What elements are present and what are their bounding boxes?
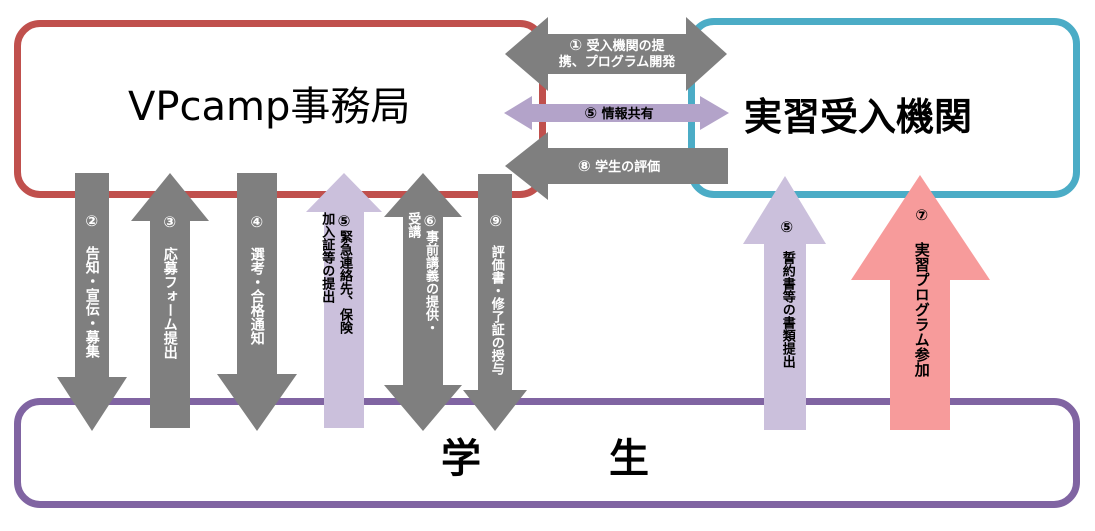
arrow-5a-text-col1: 緊急連絡先、保険 xyxy=(337,230,352,334)
arrow-5-up-right xyxy=(743,176,826,430)
arrow-2-num: ② xyxy=(82,212,101,230)
arrow-6-num: ⑥ xyxy=(421,212,439,230)
arrow-1-num: ① xyxy=(569,36,583,54)
student-title-part2: 生 xyxy=(609,436,649,482)
arrow-5h-text: 情報共有 xyxy=(601,107,654,122)
arrow-5b-text: 誓約書等の書類提出 xyxy=(779,251,795,368)
arrow-5b-label: ⑤ 誓約書等の書類提出 xyxy=(777,218,796,368)
arrow-2-down xyxy=(57,173,127,431)
arrow-5a-num: ⑤ xyxy=(335,212,353,230)
arrow-5-horizontal xyxy=(504,96,729,130)
arrow-8-text: 学生の評価 xyxy=(595,160,661,175)
arrow-4-down xyxy=(217,173,297,431)
arrow-2-label: ② 告知・宣伝・募集 xyxy=(82,212,101,358)
arrow-5a-text-col2: 加入証等の提出 xyxy=(319,212,335,303)
arrow-8-label: ⑧ 学生の評価 xyxy=(560,157,678,176)
arrow-9-down xyxy=(463,174,527,431)
arrow-1-double xyxy=(505,17,727,91)
arrow-5h-label: ⑤ 情報共有 xyxy=(560,104,678,123)
arrow-3-label: ③ 応募フォーム提出 xyxy=(160,213,179,359)
arrow-5h-num: ⑤ xyxy=(584,104,598,122)
arrow-8-left xyxy=(505,132,728,200)
arrow-5a-label: ⑤緊急連絡先、保険 加入証等の提出 xyxy=(318,212,353,412)
arrow-8-num: ⑧ xyxy=(577,157,591,175)
arrow-2-text: 告知・宣伝・募集 xyxy=(83,246,100,358)
arrow-4-text: 選考・合格通知 xyxy=(248,247,265,345)
office-title: VPcamp事務局 xyxy=(128,84,411,130)
arrow-1-text-line1: 受入機関の提 xyxy=(586,39,665,54)
arrow-3-num: ③ xyxy=(160,213,179,231)
arrow-4-label: ④ 選考・合格通知 xyxy=(247,213,266,345)
arrow-3-text: 応募フォーム提出 xyxy=(161,247,178,359)
arrow-7-label: ⑦ 実習プログラム参加 xyxy=(912,206,931,377)
arrow-1-text-line2: 携、プログラム開発 xyxy=(558,55,676,71)
arrow-6-text-col2: 受講 xyxy=(405,212,421,238)
arrow-5b-num: ⑤ xyxy=(777,218,796,236)
arrow-7-num: ⑦ xyxy=(912,206,931,224)
student-title-part1: 学 xyxy=(441,436,481,482)
arrow-1-label: ① 受入機関の提 携、プログラム開発 xyxy=(558,36,676,72)
office-box xyxy=(14,20,546,198)
arrow-3-up xyxy=(131,173,209,428)
arrow-5-up-left xyxy=(306,173,382,428)
arrow-4-num: ④ xyxy=(247,213,266,231)
arrow-9-label: ⑨ 評価書・修了証の授与 xyxy=(486,212,505,375)
partner-title: 実習受入機関 xyxy=(744,95,973,139)
arrow-6-label: ⑥事前講義の提供・ 受講 xyxy=(404,212,439,412)
arrow-9-num: ⑨ xyxy=(486,212,505,230)
arrow-9-text: 評価書・修了証の授与 xyxy=(488,245,504,375)
arrow-6-double xyxy=(384,173,462,431)
arrow-6-text-col1: 事前講義の提供・ xyxy=(423,230,438,334)
arrow-7-up xyxy=(851,175,990,430)
arrow-7-text: 実習プログラム参加 xyxy=(912,242,931,377)
